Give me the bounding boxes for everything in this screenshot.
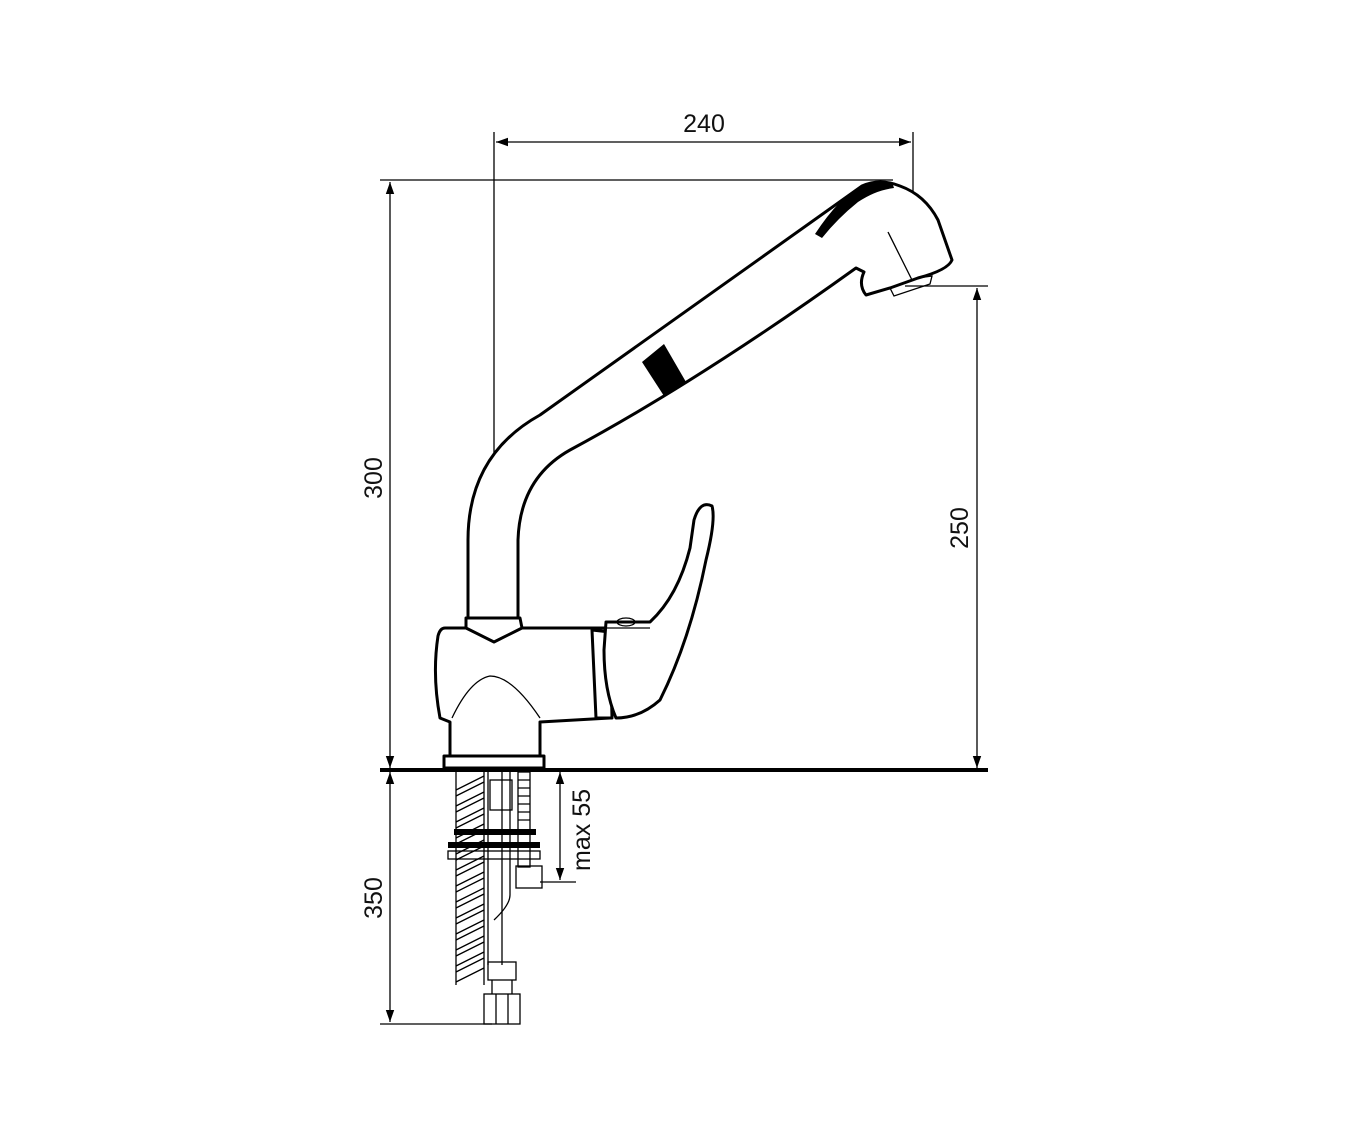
- nozzle-detail-line: [887, 231, 913, 281]
- lever-handle: [602, 503, 715, 720]
- body-saddle-curve: [451, 675, 541, 719]
- lever-pivot: [616, 617, 636, 627]
- spray-nozzle: [889, 275, 933, 297]
- faucet-body: [433, 180, 954, 770]
- hose-end-nut: [483, 993, 521, 1025]
- spout-ring: [642, 344, 686, 396]
- label-250: 250: [946, 507, 974, 549]
- neck-collar: [464, 616, 524, 644]
- base-plate: [442, 754, 546, 770]
- under-counter-assembly: [447, 771, 543, 1025]
- spout-head-seam: [815, 181, 894, 238]
- rubber-washer: [454, 829, 536, 835]
- dimension-hose-length: 350: [360, 772, 492, 1025]
- label-300: 300: [360, 457, 388, 499]
- metal-washer: [448, 842, 540, 848]
- mounting-plate: [447, 850, 541, 860]
- dimension-max-thickness: max 55: [540, 772, 596, 883]
- flexible-hose: [455, 772, 485, 985]
- dimension-total-height: 300: [360, 179, 893, 768]
- connector-fitting: [489, 779, 513, 811]
- dimension-spout-height: 250: [905, 285, 988, 768]
- fixing-nut: [515, 865, 543, 889]
- spout-arm: [466, 180, 954, 632]
- label-240: 240: [683, 110, 725, 138]
- hose-end-ferrule: [487, 961, 517, 981]
- mixer-body: [433, 626, 612, 758]
- label-350: 350: [360, 877, 388, 919]
- label-max-55: max 55: [568, 789, 596, 871]
